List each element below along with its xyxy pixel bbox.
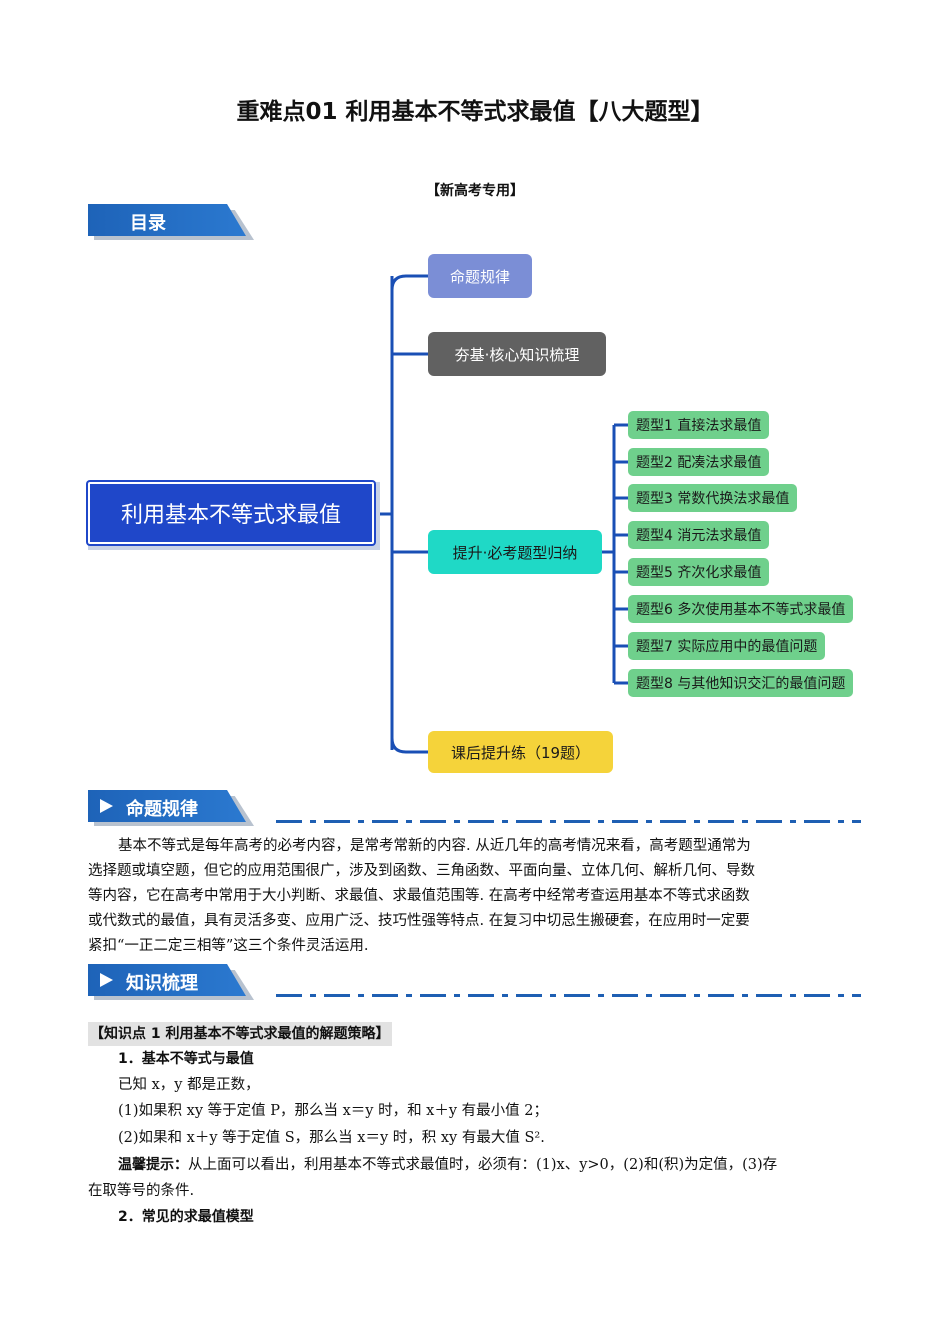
- tip-label: 温馨提示：: [118, 1157, 188, 1173]
- section-banner-knowledge: 知识梳理: [88, 964, 268, 1000]
- play-icon: [100, 973, 113, 987]
- branch-question-types[interactable]: 提升·必考题型归纳: [428, 530, 602, 574]
- heading-1: 1．基本不等式与最值: [118, 1051, 254, 1067]
- type-node-7[interactable]: 题型7 实际应用中的最值问题: [628, 632, 826, 660]
- paragraph-line: 等内容，它在高考中常用于大小判断、求最值、求最值范围等. 在高考中经常考查运用基…: [88, 888, 750, 904]
- text-line: (2)如果和 x＋y 等于定值 S，那么当 x＝y 时，积 xy 有最大值 S²…: [118, 1130, 545, 1146]
- tip-text: 从上面可以看出，利用基本不等式求最值时，必须有：(1)x、y>0，(2)和(积)…: [188, 1157, 778, 1173]
- text-line: 在取等号的条件.: [88, 1183, 195, 1199]
- section-banner-label: 命题规律: [126, 799, 198, 820]
- type-node-8[interactable]: 题型8 与其他知识交汇的最值问题: [628, 669, 854, 697]
- toc-banner-label: 目录: [130, 213, 166, 234]
- toc-banner: 目录: [88, 204, 268, 240]
- section-banner-label: 知识梳理: [126, 973, 198, 994]
- root-node: 利用基本不等式求最值: [88, 482, 374, 544]
- knowledge-point-title: 【知识点 1 利用基本不等式求最值的解题策略】: [88, 1022, 392, 1046]
- type-node-6[interactable]: 题型6 多次使用基本不等式求最值: [628, 595, 854, 623]
- tip-line: 温馨提示：从上面可以看出，利用基本不等式求最值时，必须有：(1)x、y>0，(2…: [118, 1153, 777, 1177]
- branch-practice[interactable]: 课后提升练（19题）: [428, 731, 613, 773]
- section-divider: [276, 820, 861, 823]
- paragraph-line: 基本不等式是每年高考的必考内容，是常考常新的内容. 从近几年的高考情况来看，高考…: [118, 838, 751, 854]
- page-subtitle: 【新高考专用】: [426, 183, 524, 199]
- paragraph-line: 紧扣“一正二定三相等”这三个条件灵活运用.: [88, 938, 369, 954]
- paragraph-line: 选择题或填空题，但它的应用范围很广，涉及到函数、三角函数、平面向量、立体几何、解…: [88, 863, 755, 879]
- type-node-2[interactable]: 题型2 配凑法求最值: [628, 448, 770, 476]
- section-banner-exam-rules: 命题规律: [88, 790, 268, 826]
- play-icon: [100, 799, 113, 813]
- paragraph-line: 或代数式的最值，具有灵活多变、应用广泛、技巧性强等特点. 在复习中切忌生搬硬套，…: [88, 913, 750, 929]
- section-divider: [276, 994, 861, 997]
- text-line: (1)如果积 xy 等于定值 P，那么当 x＝y 时，和 x＋y 有最小值 2；: [118, 1103, 548, 1119]
- type-node-1[interactable]: 题型1 直接法求最值: [628, 411, 770, 439]
- type-node-5[interactable]: 题型5 齐次化求最值: [628, 558, 770, 586]
- type-node-3[interactable]: 题型3 常数代换法求最值: [628, 484, 798, 512]
- text-line: 已知 x，y 都是正数，: [118, 1077, 260, 1093]
- branch-core-knowledge[interactable]: 夯基·核心知识梳理: [428, 332, 606, 376]
- heading-2: 2．常见的求最值模型: [118, 1209, 254, 1225]
- mindmap-connectors: [378, 274, 628, 754]
- page-title: 重难点01 利用基本不等式求最值【八大题型】: [236, 99, 714, 125]
- type-node-4[interactable]: 题型4 消元法求最值: [628, 521, 770, 549]
- branch-exam-rules[interactable]: 命题规律: [428, 254, 532, 298]
